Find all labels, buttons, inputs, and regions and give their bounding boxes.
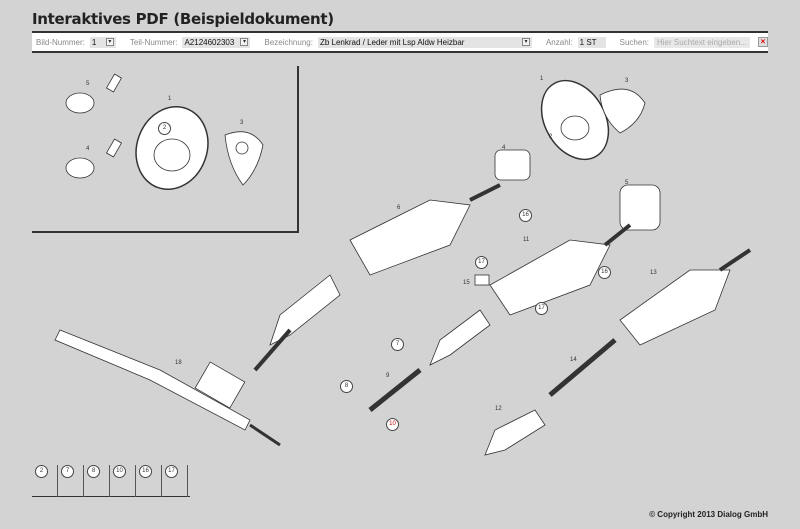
steering-wheel-right: [540, 79, 610, 161]
teil-nummer-value: A2124602303: [184, 37, 235, 47]
fastener-legend: 2 7 8 10 16 17: [32, 465, 190, 497]
label: 18: [175, 360, 182, 366]
part-15: [474, 274, 490, 286]
label: 4: [86, 146, 90, 152]
inset-airbag: [224, 131, 264, 186]
callout[interactable]: 17: [535, 302, 548, 315]
switch-5-right: [619, 184, 661, 231]
label: 5: [625, 180, 629, 186]
callout: 17: [165, 465, 178, 478]
shaft-14: [548, 338, 617, 397]
inset-switch-4: [65, 138, 123, 179]
bild-nummer-select[interactable]: 1▾: [89, 36, 116, 48]
label: 2: [549, 134, 553, 140]
callout[interactable]: 7: [391, 338, 404, 351]
search-input[interactable]: Hier Suchtext eingeben...: [654, 36, 750, 48]
label: 5: [86, 81, 90, 87]
label: 3: [240, 120, 244, 126]
callout: 8: [87, 465, 100, 478]
switch-4-right: [494, 149, 531, 181]
legend-item[interactable]: 8: [84, 465, 110, 497]
callout: 10: [113, 465, 126, 478]
callout[interactable]: 17: [475, 256, 488, 269]
close-icon[interactable]: ×: [758, 37, 768, 47]
legend-item[interactable]: 7: [58, 465, 84, 497]
callout: 7: [61, 465, 74, 478]
inset-box: [32, 66, 299, 233]
teil-nummer-label: Teil-Nummer:: [129, 37, 178, 47]
bezeichnung-value: Zb Lenkrad / Leder mit Lsp Aldw Heizbar: [319, 37, 465, 47]
callout[interactable]: 16: [598, 266, 611, 279]
label: 13: [650, 270, 657, 276]
label: 1: [168, 96, 172, 102]
legend-item[interactable]: 16: [136, 465, 162, 497]
column-13: [619, 248, 752, 346]
column-11: [429, 223, 632, 366]
label: 6: [397, 205, 401, 211]
steering-rack-18: [54, 329, 281, 447]
label: 12: [495, 406, 502, 412]
page-title: Interaktives PDF (Beispieldokument): [32, 10, 334, 28]
chevron-down-icon[interactable]: ▾: [240, 37, 249, 46]
callout[interactable]: 2: [158, 122, 171, 135]
callout: 2: [35, 465, 48, 478]
label: 4: [502, 145, 506, 151]
label: 14: [570, 357, 577, 363]
column-6: [253, 183, 501, 372]
shaft-9: [368, 368, 422, 412]
legend-item[interactable]: 17: [162, 465, 188, 497]
suchen-label: Suchen:: [619, 37, 649, 47]
airbag-right: [599, 88, 646, 134]
teil-nummer-select[interactable]: A2124602303 ▾: [182, 36, 251, 48]
bezeichnung-select[interactable]: Zb Lenkrad / Leder mit Lsp Aldw Heizbar ▾: [317, 36, 532, 48]
anzahl-value: 1 ST: [577, 36, 606, 48]
callout: 16: [139, 465, 152, 478]
copyright: © Copyright 2013 Dialog GmbH: [649, 510, 768, 519]
callout[interactable]: 16: [519, 209, 532, 222]
bezeichnung-label: Bezeichnung:: [264, 37, 313, 47]
label: 15: [463, 280, 470, 286]
chevron-down-icon[interactable]: ▾: [105, 37, 114, 46]
callout[interactable]: 10: [386, 418, 399, 431]
inset-steering-wheel: [135, 106, 209, 190]
legend-item[interactable]: 2: [32, 465, 58, 497]
chevron-down-icon[interactable]: ▾: [521, 37, 530, 46]
label: 11: [523, 237, 530, 243]
label: 1: [540, 76, 544, 82]
callout[interactable]: 8: [340, 380, 353, 393]
label: 9: [386, 373, 390, 379]
bild-nummer-label: Bild-Nummer:: [36, 37, 85, 47]
toolbar: Bild-Nummer: 1▾ Teil-Nummer: A2124602303…: [32, 31, 768, 53]
bild-nummer-value: 1: [91, 37, 97, 47]
label: 3: [625, 78, 629, 84]
legend-item[interactable]: 10: [110, 465, 136, 497]
inset-switch-5: [65, 73, 123, 114]
boot-12: [484, 409, 546, 456]
anzahl-label: Anzahl:: [545, 37, 573, 47]
